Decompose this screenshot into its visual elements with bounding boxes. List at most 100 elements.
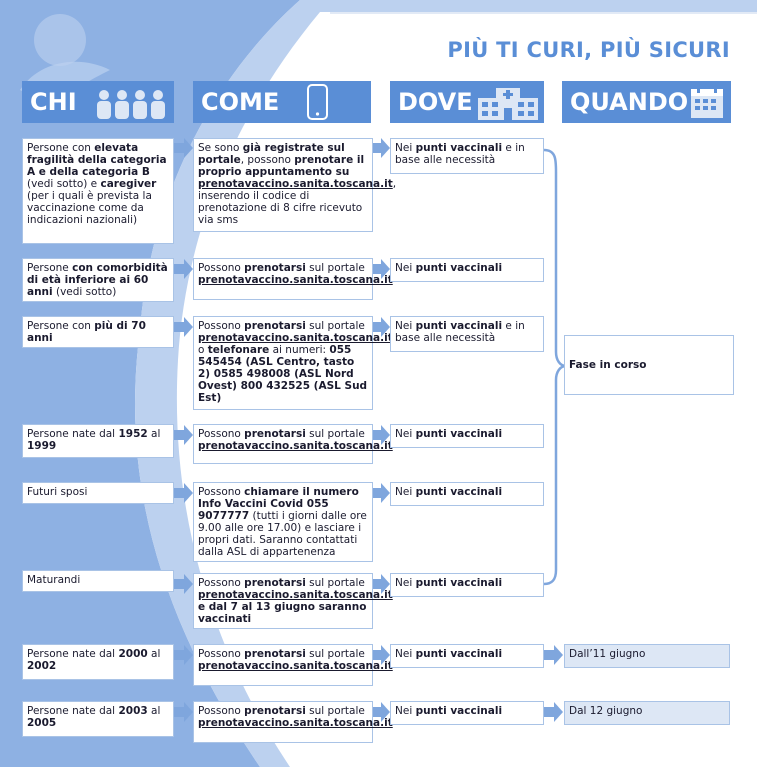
chi-cell: Persone nate dal 1952 al 1999 bbox=[22, 424, 174, 458]
bold-text: prenotarsi bbox=[244, 262, 306, 274]
arrow-icon bbox=[174, 259, 193, 279]
bold-text: elevata fragilità della categoria A e de… bbox=[27, 142, 167, 178]
text: Nei bbox=[395, 705, 416, 717]
text: Persone bbox=[27, 262, 73, 274]
arrow-icon bbox=[371, 425, 390, 445]
chi-cell: Persone nate dal 2000 al 2002 bbox=[22, 644, 174, 680]
chi-cell: Futuri sposi bbox=[22, 482, 174, 504]
bold-text: 1952 bbox=[118, 428, 148, 440]
portal-link[interactable]: prenotavaccino.sanita.toscana.it bbox=[198, 274, 393, 286]
bold-text: già registrate sul portale bbox=[198, 142, 345, 166]
text: Nei bbox=[395, 577, 416, 589]
portal-link[interactable]: prenotavaccino.sanita.toscana.it bbox=[198, 660, 393, 672]
text: Maturandi bbox=[27, 574, 81, 586]
text: sul portale bbox=[305, 705, 365, 717]
text: Possono bbox=[198, 428, 245, 440]
page-title: PIÙ TI CURI, PIÙ SICURI bbox=[447, 38, 730, 62]
dove-cell: Nei punti vaccinali bbox=[390, 258, 544, 282]
text: (vedi sotto) e bbox=[27, 178, 101, 190]
portal-link[interactable]: prenotavaccino.sanita.toscana.it bbox=[198, 589, 393, 601]
arrow-icon bbox=[174, 138, 193, 158]
bold-text: prenotarsi bbox=[244, 648, 306, 660]
dove-cell: Nei punti vaccinali bbox=[390, 482, 544, 506]
text: Nei bbox=[395, 486, 416, 498]
header-quando-label: QUANDO bbox=[570, 88, 689, 116]
bold-text: telefonare bbox=[207, 344, 270, 356]
come-cell: Possono prenotarsi sul portale prenotava… bbox=[193, 701, 393, 743]
text: e in base alle necessità bbox=[395, 142, 525, 166]
header-come-label: COME bbox=[201, 88, 280, 116]
smartphone-icon bbox=[307, 84, 328, 120]
bold-text: punti vaccinali bbox=[415, 320, 503, 332]
bold-text: punti vaccinali bbox=[415, 705, 503, 717]
text: Persone con bbox=[27, 142, 95, 154]
bold-text: 2005 bbox=[27, 717, 57, 729]
header-come: COME bbox=[193, 81, 371, 123]
chi-cell: Maturandi bbox=[22, 570, 174, 592]
dove-cell: Nei punti vaccinali bbox=[390, 424, 544, 448]
bold-text: prenotarsi bbox=[244, 428, 306, 440]
bold-text: 2003 bbox=[118, 705, 148, 717]
fase-box: Fase in corso bbox=[564, 335, 734, 395]
bold-text: 2002 bbox=[27, 660, 57, 672]
text: o bbox=[198, 344, 208, 356]
arrow-icon bbox=[371, 702, 390, 722]
come-cell: Possono prenotarsi sul portale prenotava… bbox=[193, 316, 393, 410]
header-dove: DOVE bbox=[390, 81, 544, 123]
come-cell: Possono prenotarsi sul portale prenotava… bbox=[193, 258, 393, 300]
arrow-icon bbox=[174, 702, 193, 722]
bold-text: 055 545454 (ASL Centro, tasto 2) 0585 49… bbox=[198, 344, 368, 404]
header-chi-label: CHI bbox=[30, 88, 77, 116]
text: Possono bbox=[198, 262, 245, 274]
text: Nei bbox=[395, 262, 416, 274]
arrow-icon bbox=[174, 645, 193, 665]
bold-text: punti vaccinali bbox=[415, 428, 503, 440]
text: sul portale bbox=[305, 320, 365, 332]
text: sul portale bbox=[305, 262, 365, 274]
text: (vedi sotto) bbox=[52, 286, 117, 298]
dove-cell: Nei punti vaccinali bbox=[390, 701, 544, 725]
come-cell: Possono prenotarsi sul portale prenotava… bbox=[193, 573, 393, 629]
quando-cell: Dal 12 giugno bbox=[564, 701, 730, 725]
bold-text: punti vaccinali bbox=[415, 142, 503, 154]
text: sul portale bbox=[305, 577, 365, 589]
dove-cell: Nei punti vaccinali bbox=[390, 644, 544, 668]
arrow-icon bbox=[371, 138, 390, 158]
text: Persone nate dal bbox=[27, 428, 119, 440]
arrow-icon bbox=[544, 645, 563, 665]
text: Nei bbox=[395, 142, 416, 154]
text: Possono bbox=[198, 577, 245, 589]
text: , inserendo il codice di prenotazione di… bbox=[198, 178, 397, 226]
text: al bbox=[147, 705, 161, 717]
text: Possono bbox=[198, 648, 245, 660]
text: Persone nate dal bbox=[27, 648, 119, 660]
arrow-icon bbox=[174, 483, 193, 503]
portal-link[interactable]: prenotavaccino.sanita.toscana.it bbox=[198, 440, 393, 452]
bold-text: punti vaccinali bbox=[415, 262, 503, 274]
text: Persone con bbox=[27, 320, 95, 332]
text: Nei bbox=[395, 648, 416, 660]
dove-cell: Nei punti vaccinali e in base alle neces… bbox=[390, 316, 544, 352]
text: , possono bbox=[240, 154, 295, 166]
bold-text: con comorbidità di età inferiore ai 60 a… bbox=[27, 262, 168, 298]
portal-link[interactable]: prenotavaccino.sanita.toscana.it bbox=[198, 332, 393, 344]
arrow-icon bbox=[174, 574, 193, 594]
come-cell: Possono chiamare il numero Info Vaccini … bbox=[193, 482, 373, 562]
arrow-icon bbox=[174, 317, 193, 337]
chi-cell: Persone con elevata fragilità della cate… bbox=[22, 138, 174, 244]
bold-text: prenotarsi bbox=[244, 705, 306, 717]
arrow-icon bbox=[544, 702, 563, 722]
bold-text: prenotare il proprio appuntamento su bbox=[198, 154, 365, 178]
chi-cell: Persone nate dal 2003 al 2005 bbox=[22, 701, 174, 737]
text: Futuri sposi bbox=[27, 486, 88, 498]
bold-text: prenotarsi bbox=[244, 320, 306, 332]
text: (per i quali è prevista la vaccinazione … bbox=[27, 190, 152, 226]
portal-link[interactable]: prenotavaccino.sanita.toscana.it bbox=[198, 178, 393, 190]
text: Se sono bbox=[198, 142, 243, 154]
bold-text: punti vaccinali bbox=[415, 577, 503, 589]
text: al bbox=[147, 428, 161, 440]
bold-text: punti vaccinali bbox=[415, 648, 503, 660]
text: sul portale bbox=[305, 428, 365, 440]
portal-link[interactable]: prenotavaccino.sanita.toscana.it bbox=[198, 717, 393, 729]
